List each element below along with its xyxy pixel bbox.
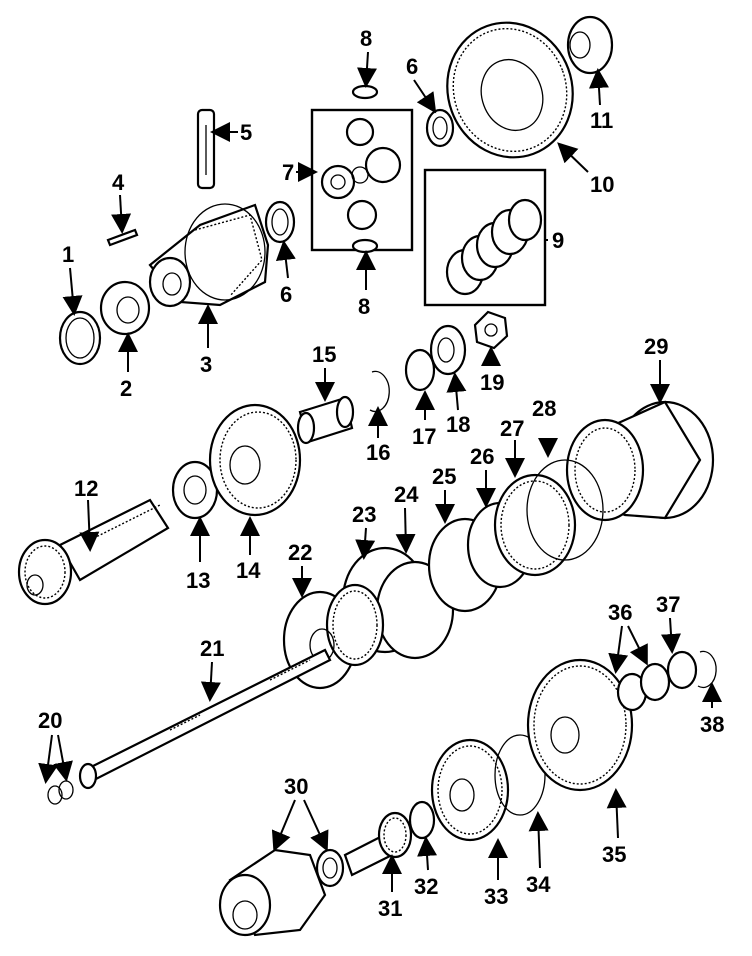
part-6-washer-lower (264, 200, 296, 244)
label-19: 19 (480, 370, 504, 395)
part-10-ring-gear (446, 21, 574, 159)
part-35-drum (526, 658, 634, 792)
label-38: 38 (700, 712, 724, 737)
label-6-lower: 6 (280, 282, 292, 307)
part-15-sleeve (296, 395, 355, 445)
label-15: 15 (312, 342, 336, 367)
label-33: 33 (484, 884, 508, 909)
label-13: 13 (186, 568, 210, 593)
part-16-snap-ring (369, 370, 390, 413)
part-1-ring (58, 310, 102, 366)
part-4-pin (106, 228, 139, 247)
part-8-washer-top (351, 84, 379, 100)
part-36-ring-b (639, 662, 671, 702)
part-30-washer (315, 848, 345, 888)
part-14-gear (208, 403, 302, 517)
part-37-ring (666, 650, 698, 690)
label-8-top: 8 (360, 26, 372, 51)
label-24: 24 (394, 482, 419, 507)
label-17: 17 (412, 424, 436, 449)
part-5-shaft (196, 108, 216, 190)
label-12: 12 (74, 476, 98, 501)
part-28-ring (526, 459, 604, 561)
label-22: 22 (288, 540, 312, 565)
label-34: 34 (526, 872, 551, 897)
part-20-snap-rings (47, 780, 74, 805)
label-14: 14 (236, 558, 261, 583)
label-8-bottom: 8 (358, 294, 370, 319)
label-28: 28 (532, 396, 556, 421)
part-33-gear (430, 738, 510, 842)
part-11-bearing (566, 15, 614, 75)
leader-arrows (38, 51, 722, 892)
label-30: 30 (284, 774, 308, 799)
label-32: 32 (414, 874, 438, 899)
label-36: 36 (608, 600, 632, 625)
part-9-shim-set (423, 168, 547, 307)
part-6-washer-upper (425, 108, 455, 148)
label-2: 2 (120, 376, 132, 401)
part-38-snap-ring (697, 650, 717, 689)
part-29-drum (565, 400, 715, 522)
part-2-bearing (99, 280, 151, 336)
label-7: 7 (282, 160, 294, 185)
part-27-plate (493, 473, 577, 577)
label-31: 31 (378, 896, 402, 921)
part-12-output-gear-shaft (17, 498, 170, 606)
label-37: 37 (656, 592, 680, 617)
label-20: 20 (38, 708, 62, 733)
label-11: 11 (590, 108, 613, 133)
label-4: 4 (112, 170, 125, 195)
part-21-input-shaft (78, 648, 332, 790)
label-27: 27 (500, 416, 524, 441)
label-10: 10 (590, 172, 614, 197)
part-30-carrier (218, 848, 327, 937)
label-23: 23 (352, 502, 376, 527)
part-7-pinion-gears (310, 108, 414, 252)
part-18-bearing (429, 324, 467, 376)
part-19-nut (473, 310, 509, 350)
part-3-differential-case (148, 203, 270, 308)
label-25: 25 (432, 464, 456, 489)
part-31-shaft-gear (343, 811, 413, 877)
label-3: 3 (200, 352, 212, 377)
label-21: 21 (200, 636, 224, 661)
label-26: 26 (470, 444, 494, 469)
label-6-upper: 6 (406, 54, 418, 79)
label-35: 35 (602, 842, 626, 867)
part-8-washer-bottom (351, 238, 379, 254)
label-5: 5 (240, 120, 252, 145)
part-34-ring (494, 734, 546, 816)
label-16: 16 (366, 440, 390, 465)
part-32-washer (408, 800, 436, 840)
label-1: 1 (62, 242, 74, 267)
label-18: 18 (446, 412, 470, 437)
label-9: 9 (552, 228, 564, 253)
part-17-ring (404, 348, 436, 392)
label-29: 29 (644, 334, 668, 359)
